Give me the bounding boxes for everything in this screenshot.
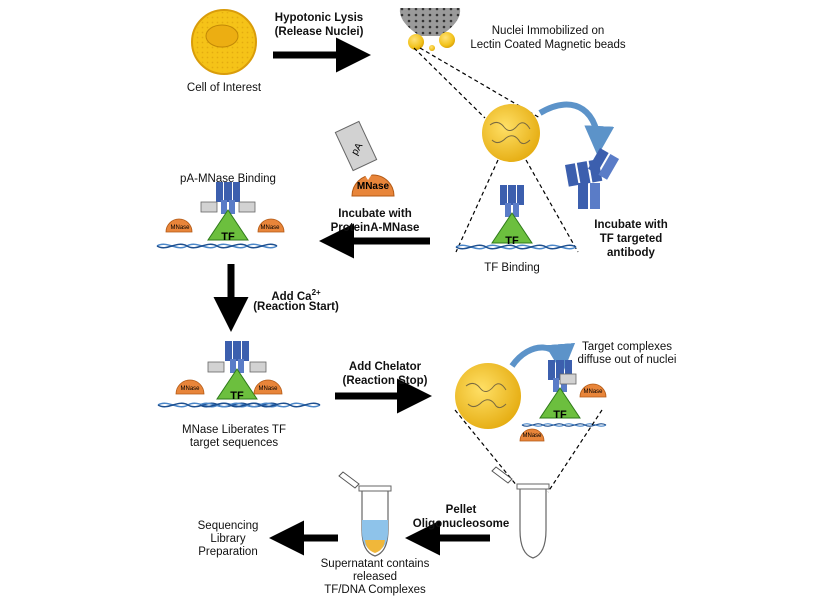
add-chelator-label: Add Chelator: [348, 361, 422, 373]
nuclei-immobilized-label-1: Nuclei Immobilized on: [491, 25, 605, 37]
incubate-protein-a-label-1: Incubate with: [338, 208, 412, 220]
nucleus-bead-icon: [482, 104, 540, 162]
tf-complex-icon: TF MNase MNase: [519, 359, 607, 442]
sequencing-label-1: Sequencing: [197, 520, 259, 532]
release-nuclei-label: (Release Nuclei): [274, 26, 364, 38]
incubate-antibody-label-3: antibody: [607, 247, 655, 259]
sequencing-label-3: Preparation: [198, 546, 258, 558]
supernatant-label-3: TF/DNA Complexes: [324, 584, 426, 596]
svg-text:TF: TF: [505, 235, 519, 247]
svg-text:MNase: MNase: [170, 225, 190, 231]
svg-text:MNase: MNase: [260, 225, 280, 231]
incubate-protein-a-label-2: ProteinA-MNase: [330, 222, 420, 234]
tf-complex-icon: TF MNase MNase: [157, 340, 321, 408]
target-complexes-label-2: diffuse out of nuclei: [577, 354, 677, 366]
svg-text:MNase: MNase: [522, 433, 542, 439]
oligonucleosome-label: Oligonucleosome: [412, 518, 510, 530]
pellet-label: Pellet: [445, 504, 477, 516]
reaction-stop-label: (Reaction Stop): [342, 375, 428, 387]
svg-text:TF: TF: [553, 409, 567, 421]
tf-binding-complex: TF: [455, 184, 577, 250]
cell-of-interest-label: Cell of Interest: [186, 82, 262, 94]
svg-text:TF: TF: [221, 231, 235, 243]
microtube-icon: [491, 466, 550, 559]
antibody-icon: [565, 148, 620, 209]
supernatant-label-2: released: [352, 571, 398, 583]
svg-text:pA: pA: [350, 141, 366, 157]
cell-icon: [191, 9, 257, 75]
mnase-liberates-label-2: target sequences: [189, 437, 279, 449]
magnetic-beads-icon: [399, 8, 461, 51]
nuclei-immobilized-label-2: Lectin Coated Magnetic beads: [470, 39, 626, 51]
incubate-antibody-label-2: TF targeted: [599, 233, 663, 245]
incubate-antibody-label-1: Incubate with: [594, 219, 668, 231]
pa-mnase-binding-label: pA-MNase Binding: [180, 173, 276, 185]
svg-text:MNase: MNase: [583, 389, 603, 395]
sequencing-label-2: Library: [210, 533, 246, 545]
tf-complex-icon: TF MNase MNase: [156, 181, 285, 249]
curved-arrow-icon: [538, 101, 615, 156]
hypotonic-lysis-label: Hypotonic Lysis: [274, 12, 364, 24]
target-complexes-label-1: Target complexes: [581, 341, 673, 353]
reaction-start-label: (Reaction Start): [253, 301, 339, 313]
microtube-icon: [338, 471, 392, 557]
pa-mnase-icon: pA MNase: [334, 120, 395, 197]
add-ca-label: Add Ca2+: [271, 288, 321, 303]
svg-text:MNase: MNase: [180, 386, 200, 392]
supernatant-label-1: Supernatant contains: [320, 558, 430, 570]
tf-binding-label: TF Binding: [484, 262, 540, 274]
nucleus-bead-icon: [455, 363, 521, 429]
svg-text:MNase: MNase: [258, 386, 278, 392]
svg-text:MNase: MNase: [357, 181, 390, 192]
mnase-liberates-label-1: MNase Liberates TF: [182, 424, 286, 436]
svg-text:TF: TF: [230, 390, 244, 402]
